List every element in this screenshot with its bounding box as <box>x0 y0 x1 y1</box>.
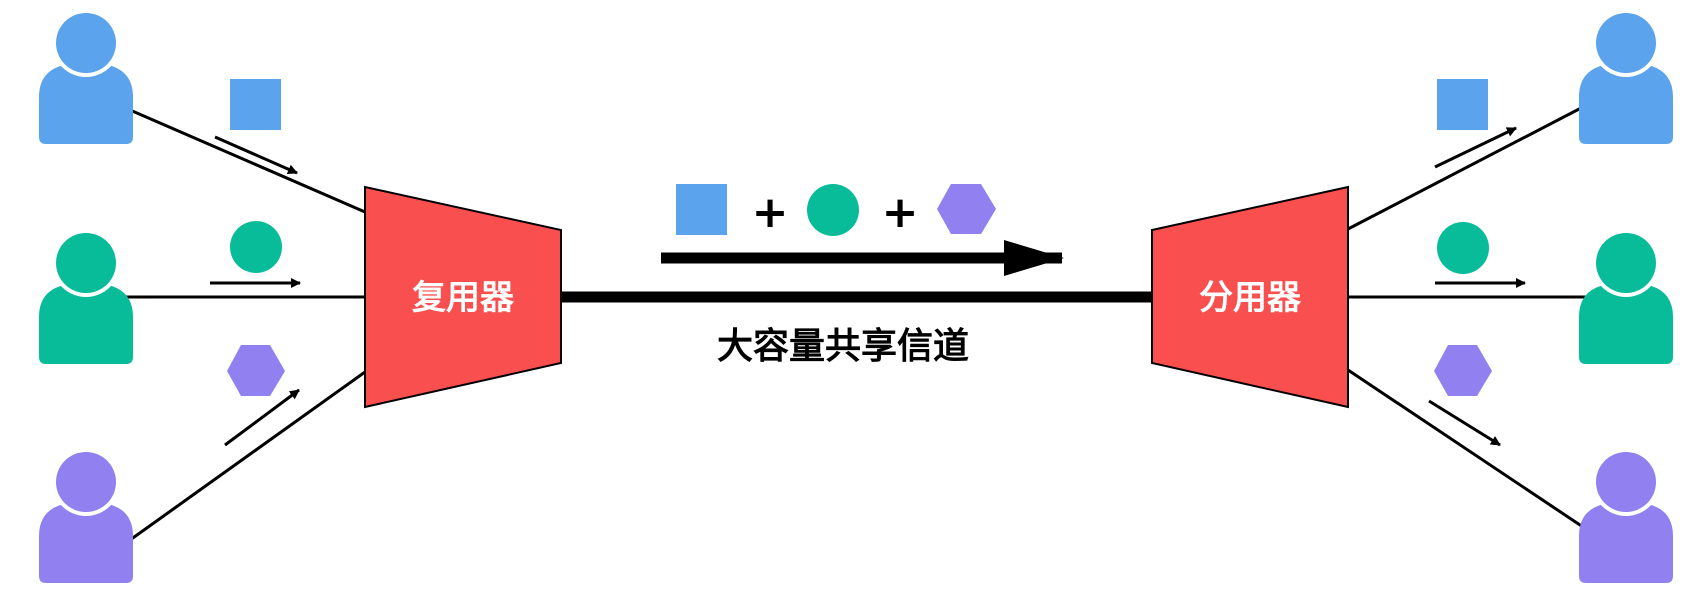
circle-icon <box>230 221 282 273</box>
demultiplexer-body <box>1151 185 1349 409</box>
plus-sign: + <box>752 187 789 238</box>
user-icon <box>1579 448 1673 583</box>
user-icon <box>39 229 133 364</box>
receiver-user-blue <box>1579 9 1673 144</box>
sender-line-blue <box>129 108 366 214</box>
arrow-icon <box>1428 399 1501 447</box>
receiver-user-purple <box>1579 448 1673 583</box>
multiplexer-body <box>364 185 562 409</box>
hexagon-icon <box>227 345 285 396</box>
sender-user-purple <box>39 448 133 583</box>
circle-icon <box>1437 222 1489 274</box>
receiver-packets <box>1428 79 1526 447</box>
combined-signal: + + <box>676 184 996 238</box>
sender-user-blue <box>39 9 133 144</box>
multiplexer-label: 复用器 <box>412 278 515 318</box>
square-icon <box>230 79 281 130</box>
multiplexer: 复用器 <box>364 185 562 409</box>
user-icon <box>1579 9 1673 144</box>
sender-packets <box>210 79 301 447</box>
arrow-icon <box>1434 126 1517 169</box>
channel-label: 大容量共享信道 <box>717 326 969 367</box>
sender-user-green <box>39 229 133 364</box>
demultiplexer-label: 分用器 <box>1199 278 1302 318</box>
user-icon <box>1579 229 1673 364</box>
hexagon-icon <box>1434 345 1492 396</box>
connection-lines <box>118 105 1600 542</box>
arrow-icon <box>224 388 300 447</box>
square-icon <box>1437 79 1488 130</box>
arrow-icon <box>214 135 298 175</box>
user-icon <box>39 448 133 583</box>
plus-sign: + <box>882 187 919 238</box>
square-icon <box>676 184 727 235</box>
circle-icon <box>807 184 859 236</box>
user-icon <box>39 9 133 144</box>
receiver-user-green <box>1579 229 1673 364</box>
hexagon-icon <box>937 184 996 234</box>
receiver-line-purple <box>1347 368 1584 529</box>
demultiplexer: 分用器 <box>1151 185 1349 409</box>
receiver-line-blue <box>1347 105 1584 231</box>
sender-line-purple <box>129 370 366 542</box>
